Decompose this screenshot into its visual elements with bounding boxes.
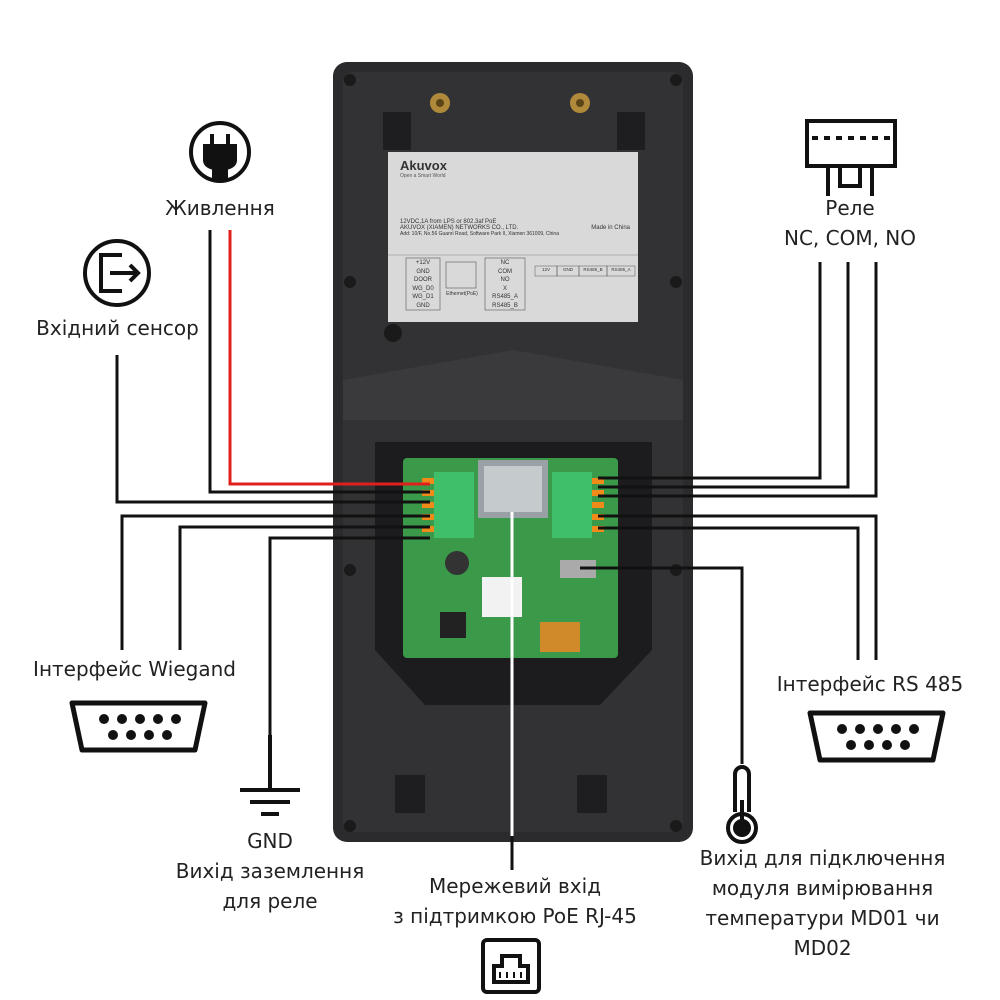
pin-label: X (502, 285, 507, 292)
gnd-desc-1: Вихід заземлення (175, 859, 365, 883)
db9-connector-icon (69, 700, 208, 753)
power-spec: 12VDC,1A from LPS or 802.3af PoE (400, 219, 497, 225)
gnd-desc-2: для реле (222, 889, 318, 913)
relay-icon (805, 119, 897, 196)
terminal-pins-right: 12V GND RS485_B RS485_A (535, 267, 635, 272)
pin-label: NO (500, 277, 510, 283)
thermometer-icon (726, 765, 758, 844)
relay-label: Реле NC, COM, NO (770, 193, 930, 253)
temperature-label: Вихід для підключення модуля вимірювання… (690, 843, 955, 963)
rj45-icon (481, 938, 541, 994)
relay-title: Реле (825, 196, 875, 220)
terminal-pins-left: +12V GND DOOR WG_D0 WG_D1 GND (407, 259, 439, 310)
pin-label: COM (498, 268, 512, 275)
gnd-title: GND (247, 829, 293, 853)
address: Add: 10/F, No.56 Guanri Road, Software P… (400, 231, 559, 237)
ground-icon (240, 735, 300, 816)
pin-label: GND (416, 268, 430, 275)
made-in: Made in China (591, 225, 630, 231)
network-line-2: з підтримкою PoE RJ-45 (393, 904, 637, 928)
wiegand-wire-2 (178, 525, 430, 650)
pin-label: RS485_A (492, 294, 518, 300)
pin-label: GND (563, 267, 573, 272)
network-label: Мережевий вхід з підтримкою PoE RJ-45 (380, 871, 650, 931)
brand-name: Akuvox (400, 158, 447, 173)
sensor-wire (115, 355, 430, 504)
wires (115, 230, 878, 870)
pin-label: WG_D1 (412, 294, 434, 300)
product-label (388, 152, 638, 322)
pin-label: RS485_B (583, 267, 603, 272)
brand-tagline: Open a Smart World (400, 173, 446, 179)
wiegand-label: Інтерфейс Wiegand (33, 657, 236, 681)
pin-label: DOOR (414, 277, 432, 283)
power-plug-icon (189, 121, 251, 183)
wiegand-wire-1 (120, 514, 430, 650)
temp-line-4: MD02 (793, 936, 852, 960)
product-label-text: Akuvox Open a Smart World 12VDC,1A from … (400, 158, 630, 237)
gnd-wire (268, 536, 430, 735)
power-wire-gnd (208, 230, 430, 494)
rs485-wire-a (598, 514, 878, 660)
pin-label: +12V (415, 260, 431, 266)
power-wire-red (228, 230, 430, 486)
temp-wire (580, 566, 744, 764)
pin-label: WG_D0 (412, 285, 434, 292)
pin-label: 12V (541, 267, 550, 272)
gnd-label: GND Вихід заземлення для реле (165, 826, 375, 916)
network-line-1: Мережевий вхід (428, 874, 602, 898)
pin-label: RS485_A (611, 267, 631, 272)
ethernet-label: Ethernet(PoE) (446, 291, 478, 297)
input-sensor-label: Вхідний сенсор (36, 316, 199, 340)
relay-wire-no (598, 262, 878, 498)
terminal-pins-relay: NC COM NO X RS485_A RS485_B (486, 259, 524, 310)
manufacturer: AKUVOX (XIAMEN) NETWORKS CO., LTD. (400, 225, 519, 231)
relay-wire-com (598, 262, 850, 489)
temp-line-1: Вихід для підключення (699, 846, 946, 870)
pin-label: GND (416, 302, 430, 309)
exit-door-icon (83, 239, 151, 307)
temp-line-3: температури MD01 чи (705, 906, 940, 930)
power-label: Живлення (165, 196, 275, 220)
relay-contacts: NC, COM, NO (783, 226, 917, 250)
pin-label: NC (500, 260, 510, 266)
temp-line-2: модуля вимірювання (711, 876, 934, 900)
rs485-label: Інтерфейс RS 485 (776, 672, 964, 696)
db9-connector-icon (807, 710, 946, 763)
pin-label: RS485_B (492, 302, 518, 309)
rs485-wire-b (598, 526, 860, 660)
relay-wire-nc (598, 262, 822, 480)
